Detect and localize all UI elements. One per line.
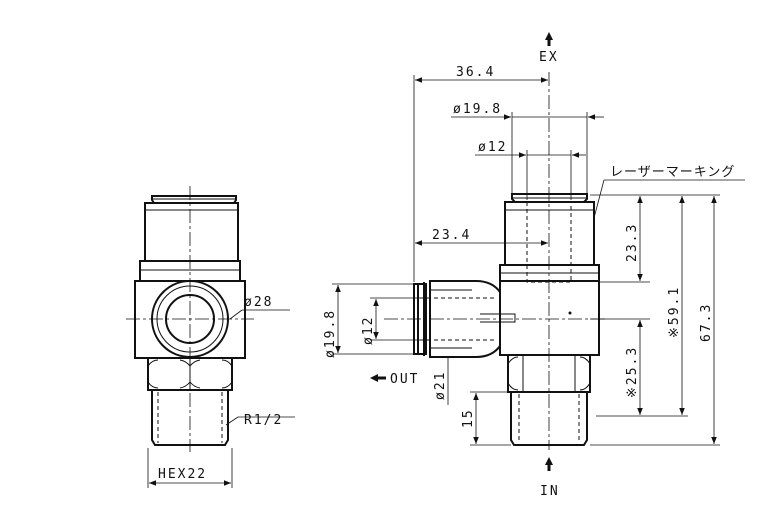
front-view — [126, 186, 254, 452]
label-out: OUT — [390, 372, 419, 387]
arrow-up-icon-in — [545, 457, 553, 471]
dim-dia12: ø12 — [478, 140, 507, 155]
arrow-left-icon — [370, 374, 386, 382]
side-thread — [510, 391, 588, 446]
port-labels: EX OUT IN — [370, 32, 560, 499]
label-laser-marking: レーザーマーキング — [610, 165, 735, 180]
dim-dia19-8: ø19.8 — [453, 102, 502, 117]
side-hex — [507, 354, 591, 393]
dim-59-1: ※59.1 — [667, 286, 682, 338]
dim-dia21-v: ø21 — [433, 371, 448, 400]
dim-r12: R1/2 — [244, 413, 283, 428]
dim-hex22: HEX22 — [158, 467, 207, 482]
dim-15: 15 — [461, 408, 476, 428]
side-vertical-dims: 23.3 ※25.3 ※59.1 67.3 — [590, 194, 720, 446]
side-collet-body — [504, 201, 595, 266]
front-hex — [147, 357, 233, 391]
arrow-up-icon — [545, 32, 553, 46]
front-thread — [151, 389, 229, 446]
label-ex: EX — [539, 50, 559, 65]
dim-25-3: ※25.3 — [625, 346, 640, 398]
collet-body — [144, 202, 239, 262]
laser-marking-callout: レーザーマーキング — [593, 165, 745, 219]
side-horizontal-dims: 36.4 ø19.8 ø12 23.4 — [413, 65, 604, 282]
dim-23-3: 23.3 — [625, 223, 640, 262]
dim-dia19-8-v: ø19.8 — [323, 309, 338, 358]
side-left-dims: ø19.8 ø12 ø21 15 — [323, 283, 511, 446]
side-view — [384, 72, 606, 450]
dim-23-4: 23.4 — [432, 228, 471, 243]
dim-67-3: 67.3 — [699, 303, 714, 342]
dim-dia12-v: ø12 — [361, 316, 376, 345]
dim-36-4: 36.4 — [456, 65, 495, 80]
dim-dia28: ø28 — [244, 295, 273, 310]
front-dims: ø28 R1/2 HEX22 — [147, 295, 295, 488]
label-in: IN — [540, 484, 560, 499]
